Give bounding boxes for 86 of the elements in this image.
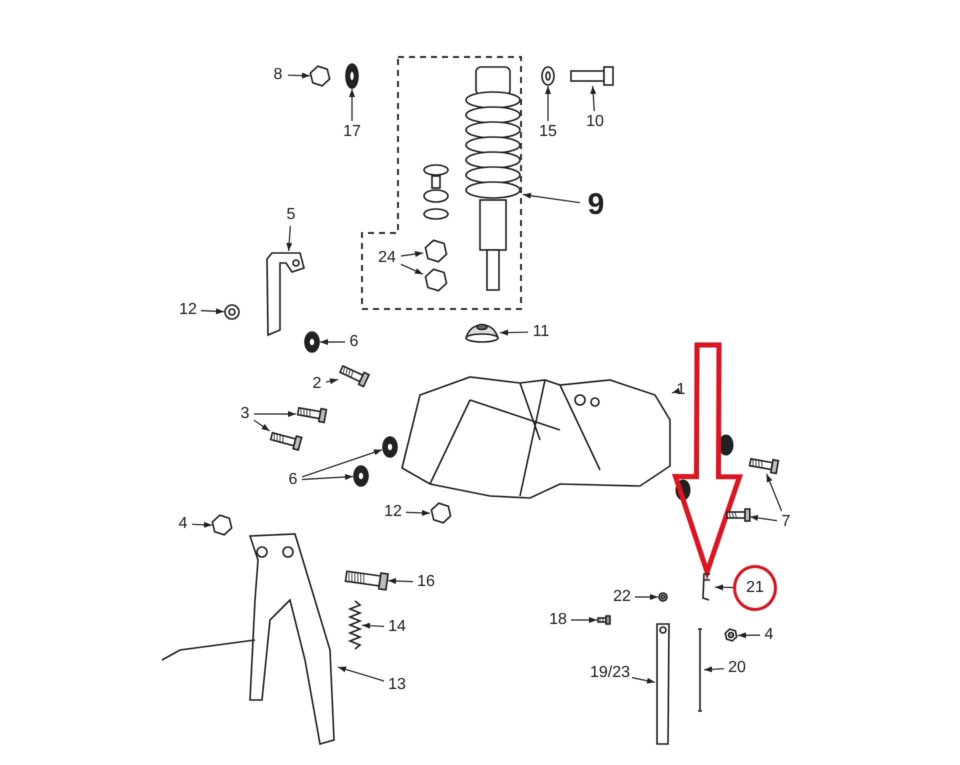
callout-number: 7 (777, 511, 795, 533)
callout-number: 2 (308, 373, 326, 395)
leader-line (750, 514, 778, 522)
leader-line (635, 594, 658, 600)
leader-line (302, 449, 382, 478)
bolt-drawing (748, 456, 778, 474)
washer-drawing (353, 465, 369, 487)
bolt-drawing (570, 66, 614, 86)
leader-line (400, 264, 424, 275)
dashed-group-outline (360, 55, 523, 311)
leader-line (286, 226, 292, 252)
bolt-drawing (344, 568, 388, 592)
callout-number: 12 (380, 501, 406, 523)
callout-number: 11 (528, 321, 554, 343)
leader-line (571, 617, 597, 623)
callout-number: 13 (384, 674, 410, 696)
leader-line (254, 420, 270, 432)
callout-number: 4 (760, 624, 778, 646)
leader-line (590, 86, 596, 112)
callout-number: 24 (373, 247, 401, 269)
leader-line (326, 378, 338, 384)
rubber-buffer-drawing (464, 323, 500, 343)
leader-line (545, 86, 551, 121)
leader-line (200, 308, 224, 314)
leader-line (500, 330, 528, 336)
leader-line (632, 677, 656, 684)
bolt-drawing (268, 431, 300, 451)
washer-drawing (382, 436, 398, 458)
center-stand-drawing (160, 534, 338, 746)
hex-nut-drawing (310, 64, 330, 88)
bracket-drawing (266, 251, 306, 337)
callout-number: 17 (339, 121, 365, 143)
callout-number: 3 (236, 403, 254, 425)
callout-number: 8 (268, 64, 288, 86)
leader-line (302, 474, 354, 480)
bolt-drawing (597, 616, 611, 624)
hex-nut-drawing (212, 514, 232, 537)
leader-line (349, 89, 355, 121)
washer-drawing (658, 592, 668, 602)
callout-number: 6 (345, 331, 363, 353)
leader-line (738, 632, 760, 638)
callout-number: 22 (609, 586, 635, 608)
callout-number: 9 (580, 186, 612, 224)
callout-number: 12 (175, 299, 201, 321)
callout-number: 15 (535, 121, 561, 143)
callout-number: 4 (174, 513, 192, 535)
callout-number: 20 (724, 657, 750, 679)
leader-line (766, 474, 782, 512)
hex-nut-drawing (423, 242, 449, 260)
callout-number: 18 (545, 609, 571, 631)
callout-number: 16 (413, 571, 439, 593)
leader-line (254, 411, 296, 417)
callout-number: 14 (384, 616, 410, 638)
side-stand-drawing (655, 622, 671, 746)
leader-line (522, 192, 580, 204)
leader-line (192, 522, 212, 528)
bolt-drawing (296, 405, 326, 423)
spring-drawing (348, 599, 362, 651)
bolt-drawing (726, 510, 750, 520)
washer-drawing (541, 66, 555, 86)
callout-number: 19/23 (588, 662, 632, 684)
leader-line (400, 251, 424, 257)
leader-line (704, 666, 724, 672)
hex-nut-drawing (430, 502, 452, 525)
washer-drawing (304, 331, 320, 353)
circled-callout-number: 21 (733, 565, 777, 611)
leader-line (388, 578, 414, 584)
bolt-drawing (338, 364, 370, 388)
callout-number: 6 (284, 469, 302, 491)
hex-nut-drawing (423, 270, 449, 290)
bolt-drawing (224, 304, 240, 320)
spring-drawing (696, 627, 704, 713)
hex-nut-drawing (724, 628, 738, 643)
leader-line (320, 339, 345, 345)
callout-number: 5 (282, 204, 300, 226)
callout-number: 1 (673, 379, 689, 401)
engine-frame-drawing (400, 375, 672, 500)
leader-line (338, 666, 384, 682)
leader-line (714, 584, 734, 590)
leader-line (672, 388, 681, 394)
callout-number: 10 (582, 111, 608, 133)
highlight-arrow (672, 342, 743, 580)
leader-line (288, 72, 310, 79)
leader-line (362, 622, 384, 629)
washer-drawing (345, 63, 359, 89)
leader-line (406, 510, 430, 516)
